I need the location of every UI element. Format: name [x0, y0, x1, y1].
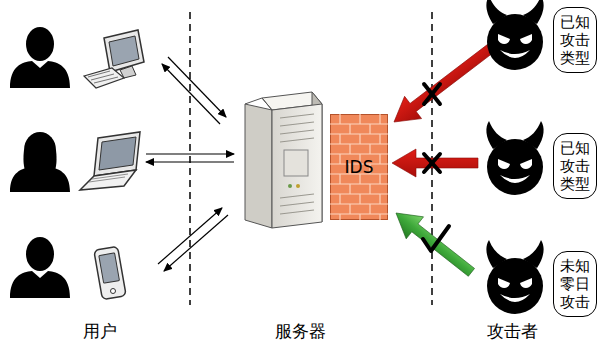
attacker-icons	[486, 0, 543, 314]
group-label: 服务器	[275, 320, 326, 343]
desktop-icon	[84, 30, 144, 88]
attack-type-bubble: 未知零日攻击	[553, 251, 597, 317]
group-label: 用户	[83, 320, 117, 343]
blocked-attack-arrow	[392, 149, 478, 177]
attack-type-bubble: 已知攻击类型	[553, 7, 597, 73]
ids-firewall: IDS	[330, 114, 388, 220]
pass-mark	[423, 226, 449, 251]
traffic-arrows	[146, 57, 234, 271]
passing-attack-arrow	[387, 202, 480, 283]
group-label: 攻击者	[487, 320, 538, 343]
attack-type-text: 已知攻击类型	[560, 139, 590, 193]
user-icons	[10, 27, 70, 298]
attack-type-bubble: 已知攻击类型	[553, 133, 597, 199]
dashed-border	[189, 12, 191, 305]
block-mark	[424, 154, 440, 172]
attack-type-text: 未知零日攻击	[560, 257, 590, 311]
block-mark	[424, 84, 440, 104]
blocked-attack-arrow	[386, 37, 500, 133]
attack-type-text: 已知攻击类型	[560, 13, 590, 67]
phone-icon	[94, 246, 126, 299]
laptop-icon	[80, 132, 140, 190]
server-tower	[245, 92, 322, 228]
ids-label: IDS	[330, 157, 388, 177]
